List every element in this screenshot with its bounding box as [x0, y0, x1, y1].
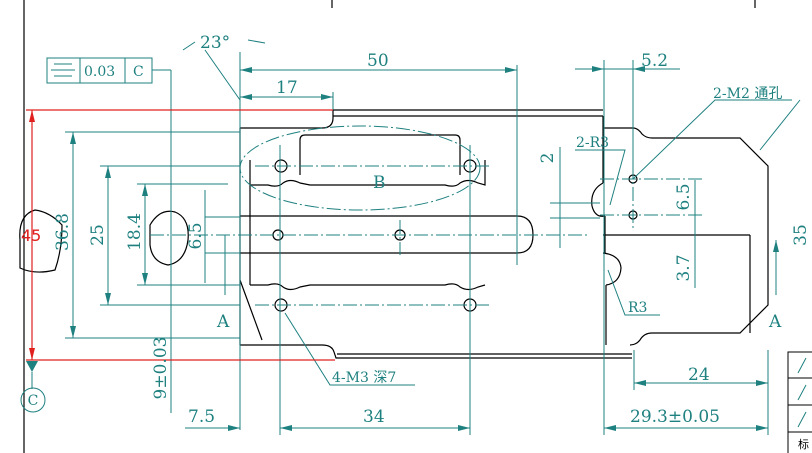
note-4-m3-holes: 4-M3 深7 [332, 370, 396, 386]
dim-5-2: 5.2 [641, 51, 668, 71]
dim-25: 25 [88, 224, 108, 246]
dim-36-8: 36.8 [53, 213, 73, 251]
dimension-arrowheads [70, 66, 779, 431]
region-b-outline [239, 125, 481, 211]
note-r3: R3 [628, 300, 647, 316]
dimension-lines [65, 39, 801, 435]
dim-3-7: 3.7 [674, 254, 694, 281]
title-block-label: 标 [798, 437, 809, 451]
title-block [787, 351, 812, 453]
sketch-blobs [19, 209, 189, 273]
fcf-tolerance: 0.03 [84, 64, 115, 80]
note-2-r3: 2-R3 [576, 135, 609, 151]
feature-control-frame [46, 57, 153, 84]
dimension-45-red [26, 109, 335, 361]
dim-34: 34 [363, 407, 385, 427]
note-2-m2-holes: 2-M2 通孔 [713, 86, 782, 102]
region-b-label: B [373, 173, 386, 193]
dim-24: 24 [688, 365, 710, 385]
fcf-datum: C [133, 64, 144, 80]
dim-50: 50 [367, 51, 389, 71]
dim-2: 2 [538, 153, 558, 164]
border-lines [23, 0, 756, 453]
part-outline [239, 109, 769, 359]
symmetry-icon [51, 63, 75, 77]
section-a-left: A [216, 312, 230, 332]
datum-c-label: C [28, 393, 39, 409]
dim-29-3: 29.3±0.05 [630, 407, 720, 427]
dim-17: 17 [276, 78, 298, 98]
dim-45: 45 [21, 226, 41, 245]
dim-6-5-left: 6.5 [186, 222, 206, 249]
dim-6-5-right: 6.5 [674, 183, 694, 210]
angle-note: 23° [200, 33, 230, 53]
dim-18-4: 18.4 [125, 213, 145, 251]
dim-35: 35 [791, 224, 811, 246]
dim-7-5: 7.5 [188, 407, 215, 427]
datum-c-symbol [20, 361, 46, 413]
center-lines [150, 165, 705, 306]
revision-triangle-icon [797, 357, 807, 428]
dim-9: 9±0.03 [151, 337, 171, 400]
section-a-right: A [768, 312, 782, 332]
